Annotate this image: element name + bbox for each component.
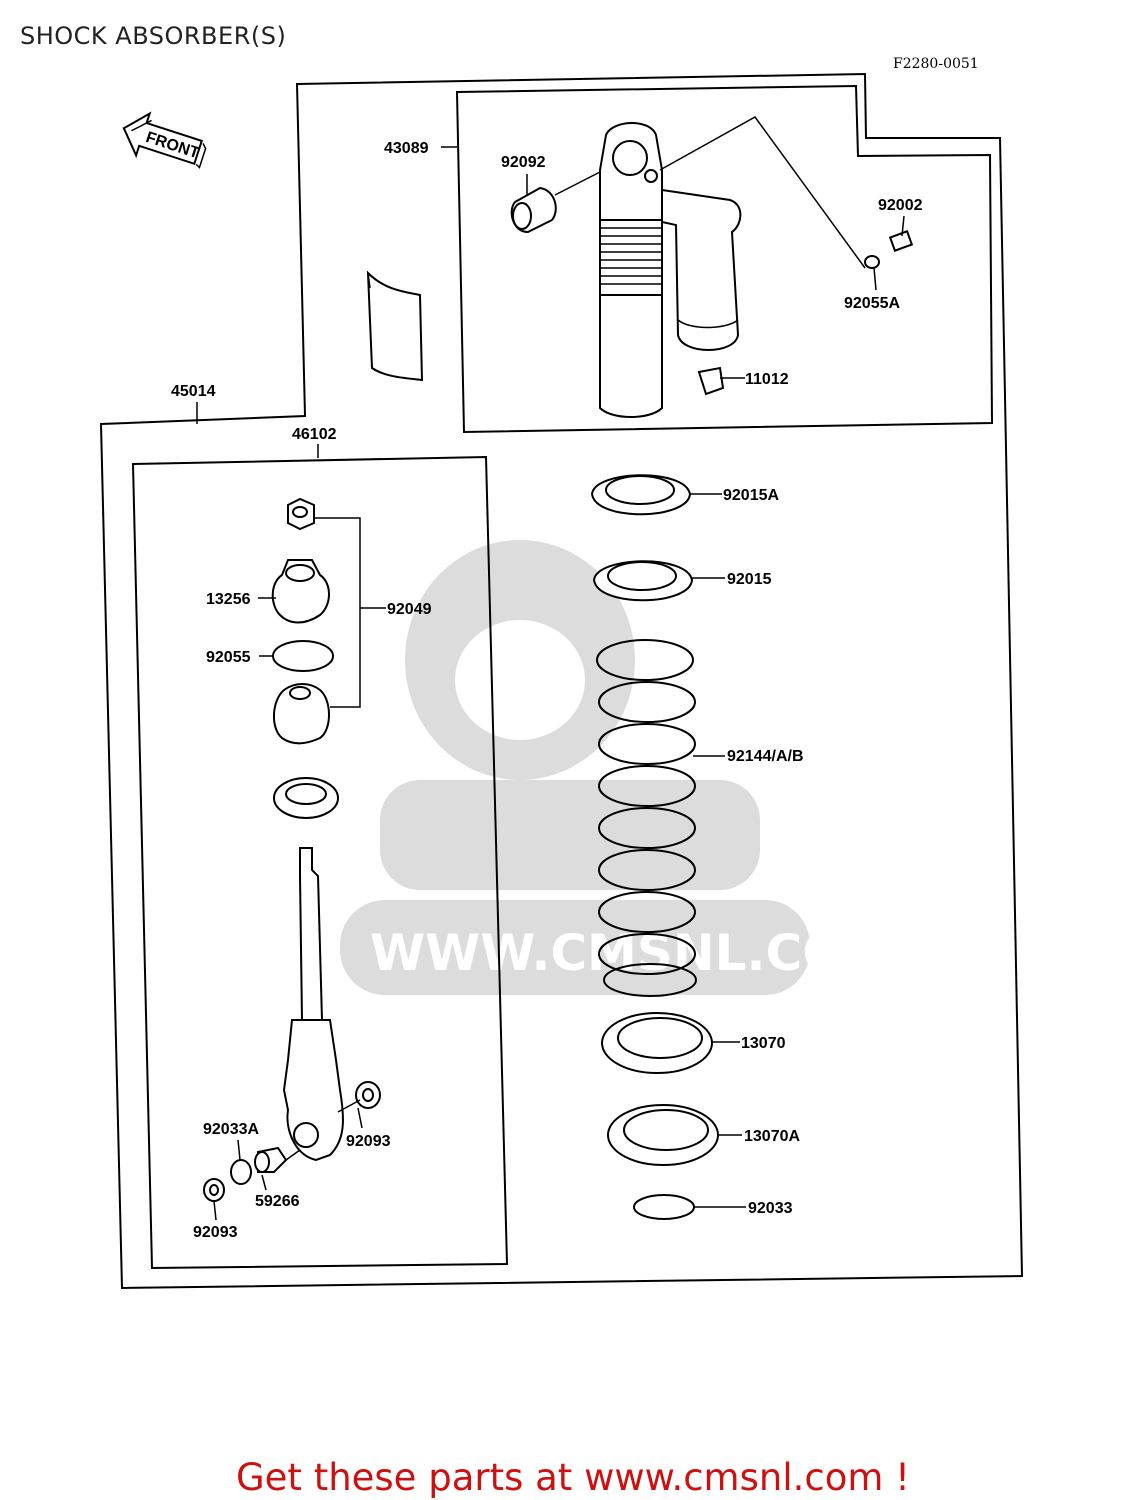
label-92002: 92002 [878,197,923,214]
label-92093-left: 92093 [193,1224,238,1241]
part-labels: 43089 92092 92002 92055A 11012 45014 461… [171,140,923,1241]
assembly-outline-45014 [99,72,1024,1290]
assembly-outline-43089 [455,84,994,434]
label-92055: 92055 [206,649,251,666]
adjuster-nut-92015 [592,560,694,602]
label-92033A: 92033A [203,1121,259,1138]
label-45014: 45014 [171,383,216,400]
label-92093-right: 92093 [346,1133,391,1150]
bush-59266 [254,1146,288,1173]
rubber-13256 [271,559,330,624]
diagram-code: F2280-0051 [893,56,979,72]
label-11012: 11012 [745,371,789,388]
label-92015: 92015 [727,571,772,588]
label-46102: 46102 [292,426,337,443]
seat-washer [273,777,339,819]
lock-nut-92015A [590,474,692,516]
cap-11012 [697,366,725,396]
label-13070A: 13070A [744,1128,800,1145]
label-92049: 92049 [387,601,432,618]
cmsnl-watermark: WWW.CMSNL.COM [340,540,895,995]
assembly-outline-46102 [131,455,509,1270]
label-43089: 43089 [384,140,429,157]
collar-92033A [230,1159,252,1185]
seal-92093-left [203,1178,225,1202]
rubber-bottom [273,683,330,745]
label-13256: 13256 [206,591,251,608]
label-92015A: 92015A [723,487,779,504]
spring-guide-13070A [607,1104,719,1166]
bolt-92002 [864,230,914,269]
circlip-92033 [633,1194,695,1220]
leader-lines [196,116,905,1221]
page-title: SHOCK ABSORBER(S) [20,22,287,50]
get-parts-link[interactable]: Get these parts at www.cmsnl.com ! [235,1456,910,1499]
label-92092: 92092 [501,154,546,171]
shock-guard-sleeve [366,270,424,382]
spring-guide-13070 [601,1012,713,1074]
oring-92055 [272,640,334,672]
piston-rod [282,847,344,1162]
label-92033: 92033 [748,1200,793,1217]
bush-92092 [510,186,557,234]
seal-92093-right [355,1081,381,1109]
shock-body [599,122,742,418]
label-92055A: 92055A [844,295,900,312]
front-arrow-icon: FRONT [122,111,207,169]
nut-top [287,497,315,531]
exploded-diagram: WWW.CMSNL.COM FRONT [99,72,1024,1290]
label-13070: 13070 [741,1035,786,1052]
label-59266: 59266 [255,1193,300,1210]
label-92144: 92144/A/B [727,748,804,765]
spring-92144 [596,639,697,997]
